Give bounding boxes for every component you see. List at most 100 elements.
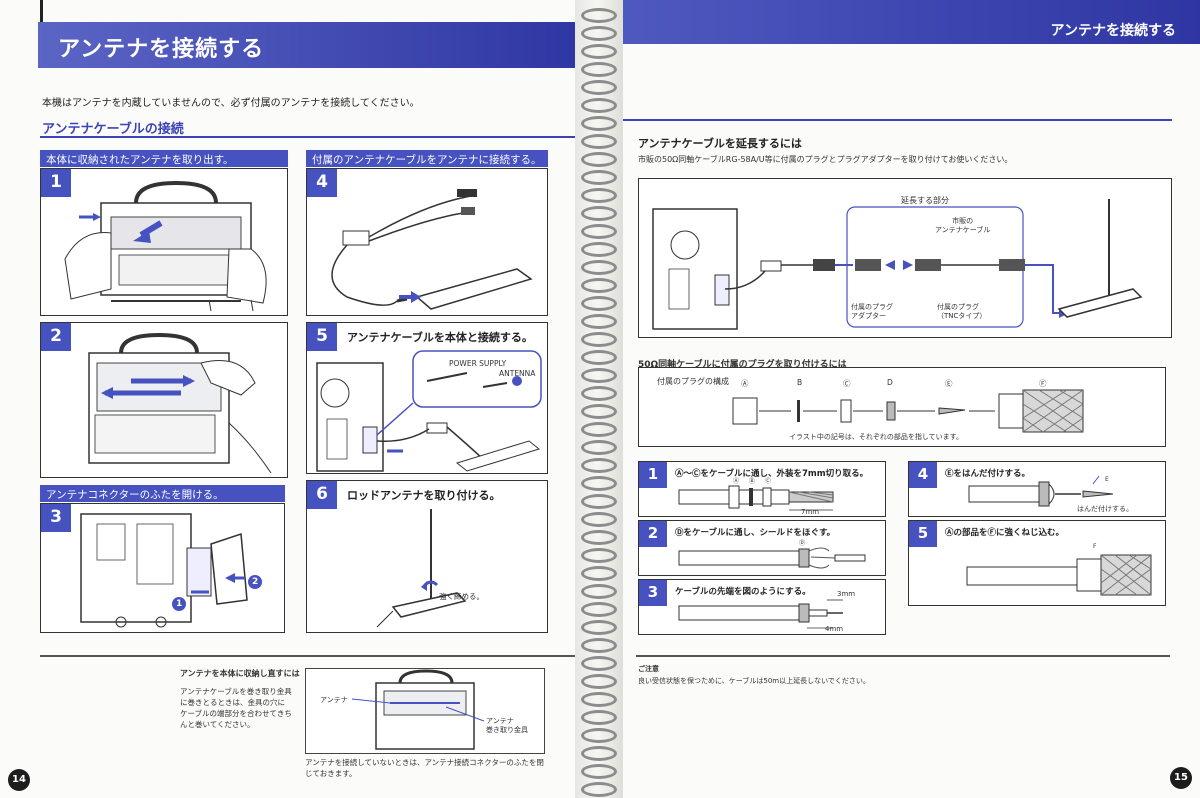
extension-body: 市販の50Ω同軸ケーブルRG-58A/U等に付属のプラグとプラグアダプターを取り… [638,155,1013,164]
step-5-text: アンテナケーブルを本体と接続する。 [347,331,533,344]
binding-ring [581,440,617,455]
solder-illustration [968,475,1114,507]
binding-ring [581,494,617,509]
binding-ring [581,170,617,185]
binding-ring [581,224,617,239]
step-number: 6 [307,481,337,509]
left-page: アンテナを接続する 本機はアンテナを内蔵していませんので、必ず付属のアンテナを接… [0,0,585,798]
page-title: アンテナを接続する [38,22,585,68]
plug-compose-label: 付属のプラグの構成 [657,377,729,386]
binding-ring [581,152,617,167]
section-divider [40,136,585,138]
dim-4mm: 4mm [825,625,844,633]
plug-step-2: 2 Ⓓをケーブルに通し、シールドをほぐす。 Ⓓ [638,520,886,576]
step-panel-5: 5 アンテナケーブルを本体と接続する。 POWER SUPPLY ANTENNA [306,322,548,474]
bookmark-mark [40,0,43,28]
right-page: アンテナを接続する アンテナケーブルを延長するには 市販の50Ω同軸ケーブルRG… [612,0,1200,798]
binding-ring [581,620,617,635]
plug-parts-illustration [732,389,1084,433]
rod-antenna-illustration [376,509,467,628]
tighten-label: 強く締める。 [439,592,484,601]
step-panel-1: 1 [40,168,288,316]
step-number: 1 [41,169,71,197]
note-caption: アンテナを接続していないときは、アンテナ接続コネクターのふたを閉じておきます。 [305,758,544,778]
mini-f: F [1093,543,1097,550]
binding-ring [581,692,617,707]
binding-ring [581,350,617,365]
step-panel-6: 6 ロッドアンテナを取り付ける。 強く締める。 [306,480,548,633]
binding-ring [581,566,617,581]
spiral-binding [575,0,623,798]
step-number: 3 [41,504,71,532]
step-number: 4 [307,169,337,197]
plug-step-5-text: Ⓐの部品をⒻに強くねじ込む。 [945,528,1065,538]
extension-part-label: 延長する部分 [901,196,949,205]
binding-ring [581,656,617,671]
dim-7mm: 7mm [801,508,820,516]
step-panel-4: 4 [306,168,548,316]
note-antenna-label: アンテナ [320,696,348,704]
step-number: 3 [639,580,667,606]
binding-ring [581,458,617,473]
antenna-jack-label: ANTENNA [499,369,536,378]
shield-loosen-illustration [678,547,866,569]
dim-3mm: 3mm [837,590,856,598]
connector-cover-illustration [80,513,262,628]
page-number-right: 15 [1170,767,1192,789]
step-number: 5 [307,323,337,351]
binding-ring [581,314,617,329]
plug-step-5: 5 Ⓐの部品をⒻに強くねじ込む。 F [908,520,1166,606]
cable-end-illustration [678,599,843,629]
part-c-label: Ⓒ [843,379,851,388]
part-b-label: B [797,378,803,387]
binding-ring [581,134,617,149]
tab-label-3: アンテナコネクターのふたを開ける。 [40,485,285,502]
cable-strip-illustration [678,485,834,511]
binding-ring [581,584,617,599]
running-header: アンテナを接続する [612,0,1200,44]
plug-step-2-text: Ⓓをケーブルに通し、シールドをほぐす。 [675,528,836,538]
mini-d: Ⓓ [799,540,806,547]
binding-ring [581,206,617,221]
plug-step-1: 1 Ⓐ～Ⓒをケーブルに通し、外装を7mm切り取る。 Ⓐ Ⓑ Ⓒ 7mm [638,461,886,517]
binding-ring [581,728,617,743]
footer-divider [40,655,585,657]
note-reel-label: アンテナ 巻き取り金具 [486,717,528,734]
cable-to-antenna-illustration [331,189,533,310]
extension-illustration [652,199,1143,330]
mini-e: E [1105,476,1109,483]
section-title: アンテナケーブルの接続 [42,122,184,137]
intro-text: 本機はアンテナを内蔵していませんので、必ず付属のアンテナを接続してください。 [42,98,420,109]
radio-antenna-reel-illustration [88,332,272,474]
binding-ring [581,512,617,527]
step-number: 2 [41,323,71,351]
solder-label: はんだ付けする。 [1077,505,1133,513]
plug-parts-box: 付属のプラグの構成 Ⓐ B Ⓒ D Ⓔ Ⓕ イラスト中の記号は、それぞれの部品を… [638,367,1166,447]
mini-c: Ⓒ [765,478,772,485]
step-number: 4 [909,462,937,488]
power-supply-label: POWER SUPPLY [449,359,507,368]
binding-ring [581,80,617,95]
part-a-label: Ⓐ [741,379,749,388]
binding-ring [581,530,617,545]
part-f-label: Ⓕ [1039,379,1047,388]
extension-diagram: 延長する部分 市販の アンテナケーブル 付属のプラグ アダプター 付属のプラグ … [638,178,1172,338]
plug-step-1-text: Ⓐ～Ⓒをケーブルに通し、外装を7mm切り取る。 [675,469,869,479]
footer-heading: アンテナを本体に収納し直すには [180,669,300,678]
step-6-text: ロッドアンテナを取り付ける。 [347,489,501,502]
binding-ring [581,422,617,437]
header-divider [612,119,1172,121]
step-panel-2: 2 [40,322,288,478]
cable-to-radio-illustration [316,350,542,472]
plug-step-4: 4 Ⓔをはんだ付けする。 E はんだ付けする。 [908,461,1166,517]
binding-ring [581,764,617,779]
caution-title: ご注意 [638,665,659,673]
binding-ring [581,26,617,41]
binding-ring [581,98,617,113]
step-number: 5 [909,521,937,547]
binding-ring [581,710,617,725]
binding-ring [581,404,617,419]
part-d-label: D [887,378,893,387]
plug-step-3-text: ケーブルの先端を図のようにする。 [675,587,811,597]
commercial-cable-label: 市販の アンテナケーブル [935,217,991,234]
